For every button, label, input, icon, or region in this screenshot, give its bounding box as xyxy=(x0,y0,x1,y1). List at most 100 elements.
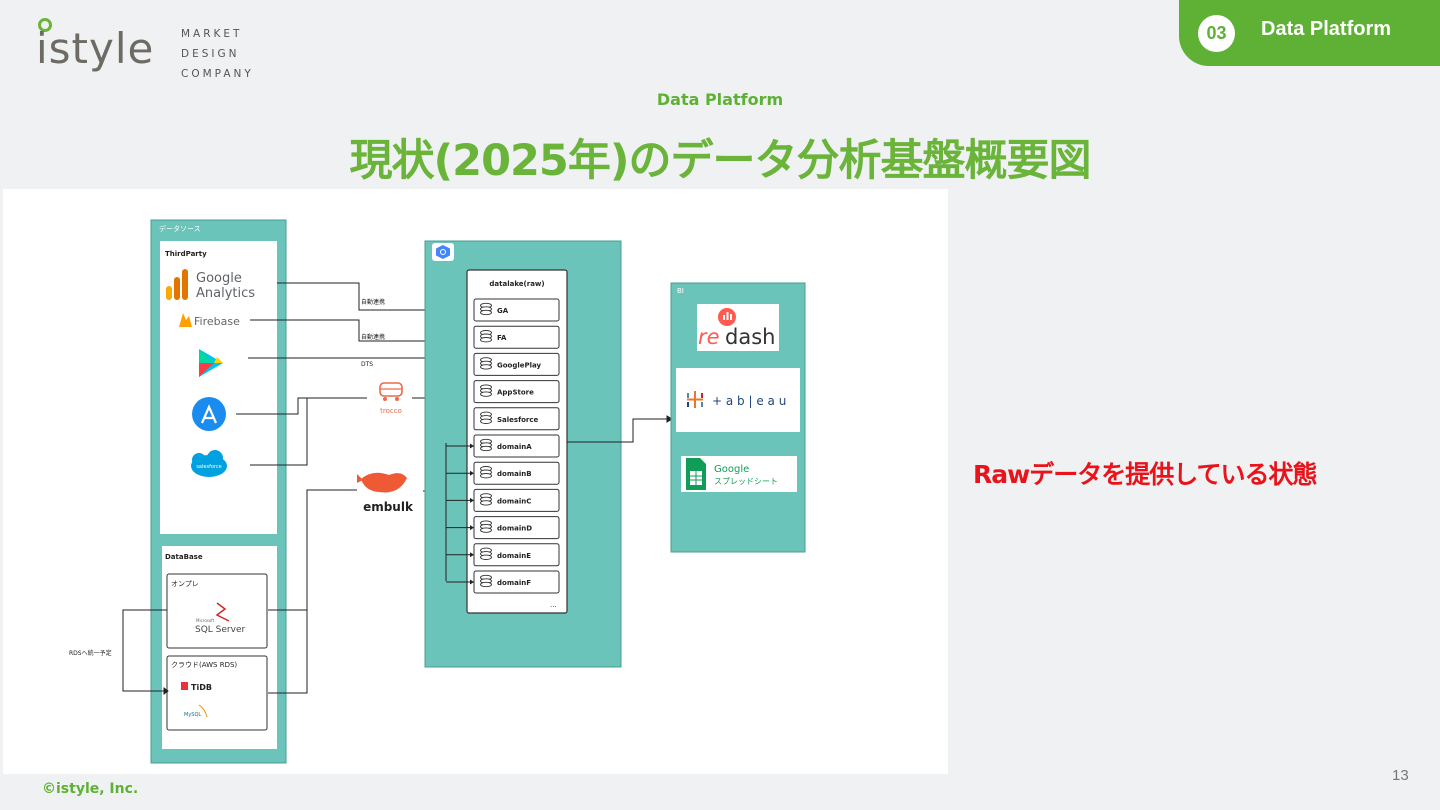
dataset-arrow xyxy=(470,525,474,531)
dataset-item: domainF xyxy=(446,570,560,594)
onprem-box xyxy=(166,573,268,649)
dataset-label: GooglePlay xyxy=(497,361,542,369)
app-store-icon xyxy=(192,397,226,431)
sqlserver-vendor: Microsoft xyxy=(196,618,215,623)
slide-subtitle: Data Platform xyxy=(656,90,784,109)
dataset-arrow xyxy=(470,552,474,558)
trocco-label: trocco xyxy=(380,407,402,415)
dataset-label: domainE xyxy=(497,552,531,560)
cloud-box xyxy=(166,655,268,731)
architecture-diagram: データソース ThirdParty Google Analytics Fireb… xyxy=(3,189,948,774)
dataset-item: domainA xyxy=(446,434,560,458)
sqlserver-label: SQL Server xyxy=(195,625,245,635)
tableau-label: + a b | e a u xyxy=(712,394,786,408)
rds-migration-connector xyxy=(122,609,169,695)
tidb-label: TiDB xyxy=(191,683,212,692)
mysql-label: MySQL xyxy=(184,712,201,718)
logo-tagline-line: DESIGN xyxy=(181,48,240,60)
section-title: Data Platform xyxy=(1261,18,1392,40)
cloud-label: クラウド(AWS RDS) xyxy=(171,661,237,669)
dts-label: DTS xyxy=(361,361,373,368)
status-note: Rawデータを提供している状態 xyxy=(973,460,1317,489)
google-analytics-line1: Google xyxy=(196,271,242,286)
source-panel-label: データソース xyxy=(159,224,201,233)
database-icon xyxy=(480,438,492,452)
embulk-label: embulk xyxy=(363,500,414,514)
dataset-label: Salesforce xyxy=(497,416,539,424)
page-number: 13 xyxy=(1392,767,1409,784)
salesforce-icon: salesforce xyxy=(191,450,227,477)
logo-tagline-line: COMPANY xyxy=(181,68,254,80)
dataset-item: FA xyxy=(473,325,560,349)
dataset-label: AppStore xyxy=(497,389,534,397)
dataset-arrow xyxy=(470,443,474,449)
logo-tagline: MARKET DESIGN COMPANY xyxy=(181,24,254,84)
database-icon xyxy=(480,411,492,424)
google-play-icon xyxy=(199,349,223,377)
thirdparty-label: ThirdParty xyxy=(165,250,207,258)
database-icon xyxy=(480,493,492,506)
database-icon xyxy=(480,574,492,588)
dataset-label: domainC xyxy=(497,497,531,505)
tableau-icon xyxy=(687,391,703,408)
google-sheets-icon xyxy=(686,458,706,490)
dataset-item: domainB xyxy=(446,461,560,485)
dataset-ellipsis: ... xyxy=(550,601,557,609)
redash-icon xyxy=(718,308,736,326)
footer-copyright: ©istyle, Inc. xyxy=(42,781,139,797)
dataset-item: GooglePlay xyxy=(473,352,560,376)
section-number: 03 xyxy=(1198,15,1235,52)
dataset-label: GA xyxy=(497,307,509,315)
tidb-icon xyxy=(181,682,188,690)
diagram-canvas: データソース ThirdParty Google Analytics Fireb… xyxy=(69,219,806,764)
firebase-label: Firebase xyxy=(194,315,240,328)
logo-tagline-line: MARKET xyxy=(181,28,243,40)
auto-link-label-1: 自動連携 xyxy=(361,298,385,306)
dataset-arrow xyxy=(470,579,474,585)
auto-link-label-2: 自動連携 xyxy=(361,333,385,341)
google-analytics-icon xyxy=(166,269,188,300)
redash-label-re: re xyxy=(698,325,720,349)
database-label: DataBase xyxy=(165,553,203,561)
dataset-item: domainC xyxy=(446,488,560,512)
dataset-item: GA xyxy=(473,298,560,322)
database-icon xyxy=(480,357,492,370)
bi-label: BI xyxy=(677,287,684,295)
logo-dot-icon xyxy=(38,18,52,32)
logo-wordmark: istyle xyxy=(36,24,155,73)
firebase-icon xyxy=(179,313,192,327)
database-icon xyxy=(480,520,492,533)
google-sheets-label-1: Google xyxy=(714,464,749,475)
dataset-label: domainD xyxy=(497,525,532,533)
mysql-dolphin-icon xyxy=(198,704,208,718)
redash-logo xyxy=(697,304,779,351)
embulk-whale-icon xyxy=(357,472,407,493)
sqlserver-icon xyxy=(215,602,230,622)
trocco-icon xyxy=(379,382,403,401)
dataset-label: FA xyxy=(497,334,507,342)
dataset-arrow xyxy=(470,497,474,503)
rds-migration-note: RDSへ統一予定 xyxy=(69,649,112,657)
salesforce-icon-text: salesforce xyxy=(196,464,221,470)
dataset-arrow xyxy=(470,470,474,476)
dataset-item: domainE xyxy=(446,543,560,567)
database-icon xyxy=(480,302,492,316)
dataset-label: domainF xyxy=(497,579,531,587)
database-icon xyxy=(480,384,492,397)
bigquery-icon xyxy=(432,243,454,261)
onprem-label: オンプレ xyxy=(171,580,199,588)
dataset-item: domainD xyxy=(446,516,560,540)
dataset-item: Salesforce xyxy=(473,407,560,431)
database-icon xyxy=(480,547,492,560)
datalake-title: datalake(raw) xyxy=(489,280,544,288)
section-badge: 03 Data Platform xyxy=(1179,0,1440,66)
redash-label-dash: dash xyxy=(725,325,775,349)
google-sheets-label-2: スプレッドシート xyxy=(714,477,778,486)
database-icon xyxy=(480,466,492,479)
dataset-item: AppStore xyxy=(473,380,560,404)
dataset-label: domainA xyxy=(497,443,532,451)
bi-connector xyxy=(567,415,673,443)
slide-title: 現状(2025年)のデータ分析基盤概要図 xyxy=(349,136,1092,186)
istyle-logo: istyle MARKET DESIGN COMPANY xyxy=(36,18,266,84)
